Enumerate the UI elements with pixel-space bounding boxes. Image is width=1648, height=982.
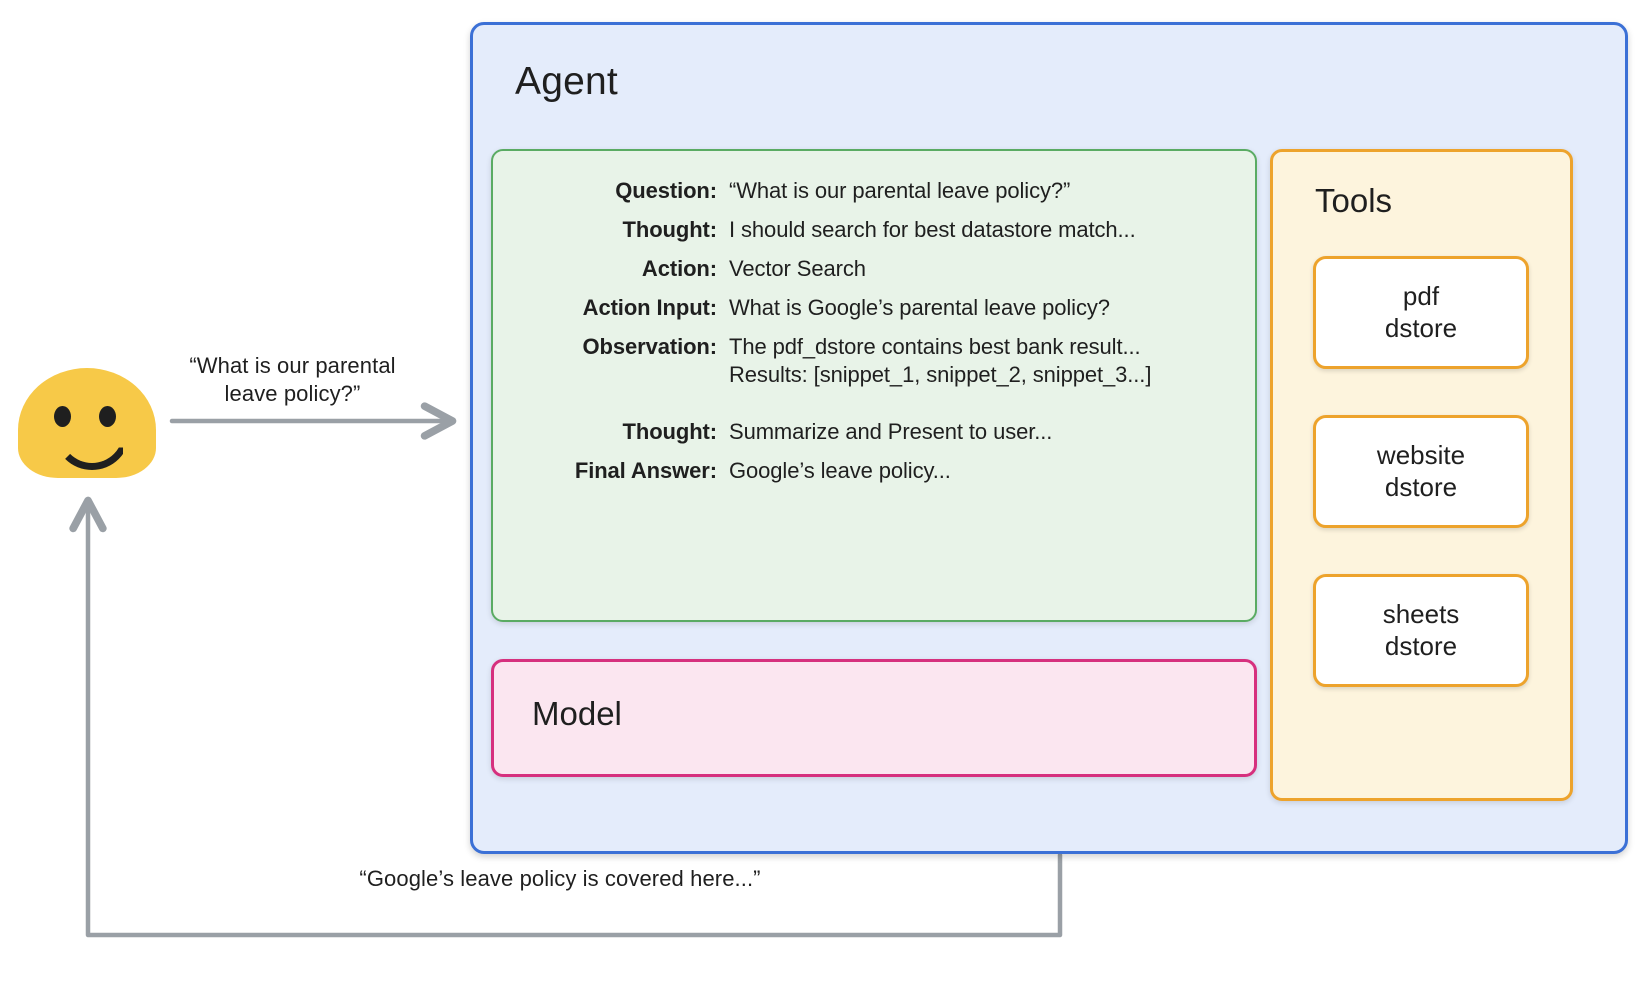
avatar-smile-icon — [54, 426, 130, 470]
react-value: Vector Search — [729, 256, 866, 281]
agent-answer-label: “Google’s leave policy is covered here..… — [359, 866, 761, 891]
react-value: Google’s leave policy... — [729, 458, 951, 483]
user-avatar — [18, 368, 156, 478]
react-key: Question: — [615, 178, 717, 203]
react-value: I should search for best datastore match… — [729, 217, 1136, 242]
user-question-label: “What is our parental leave policy?” — [189, 353, 396, 406]
avatar-eye-left-icon — [54, 406, 71, 427]
react-value: Summarize and Present to user... — [729, 419, 1053, 444]
react-row-action-input: Action Input: What is Google’s parental … — [493, 295, 1255, 321]
react-value: “What is our parental leave policy?” — [729, 178, 1071, 203]
tool-card-pdf-dstore[interactable]: pdf dstore — [1313, 256, 1529, 369]
tools-list: pdf dstore website dstore sheets dstore — [1313, 256, 1529, 687]
react-trace-panel: Question: “What is our parental leave po… — [491, 149, 1257, 622]
react-value-secondary: Results: [snippet_1, snippet_2, snippet_… — [729, 362, 1152, 387]
react-key: Final Answer: — [574, 458, 717, 483]
react-row-question: Question: “What is our parental leave po… — [493, 178, 1255, 204]
tools-panel: Tools pdf dstore website dstore sheets d… — [1270, 149, 1573, 801]
tools-title: Tools — [1315, 182, 1393, 219]
react-key: Thought: — [622, 217, 718, 242]
react-row-action: Action: Vector Search — [493, 256, 1255, 282]
model-panel: Model — [491, 659, 1257, 777]
model-title: Model — [532, 695, 622, 732]
react-row-thought-2: Thought: Summarize and Present to user..… — [493, 419, 1255, 445]
react-value-block: The pdf_dstore contains best bank result… — [717, 334, 1255, 388]
tool-card-sheets-dstore[interactable]: sheets dstore — [1313, 574, 1529, 687]
tool-card-website-dstore[interactable]: website dstore — [1313, 415, 1529, 528]
react-row-observation: Observation: The pdf_dstore contains bes… — [493, 334, 1255, 388]
agent-title: Agent — [515, 60, 618, 103]
react-key: Observation: — [582, 334, 718, 359]
react-value: The pdf_dstore contains best bank result… — [729, 334, 1141, 359]
avatar-eye-right-icon — [99, 406, 116, 427]
react-key: Thought: — [622, 419, 718, 444]
react-key: Action Input: — [582, 295, 717, 320]
react-row-final-answer: Final Answer: Google’s leave policy... — [493, 458, 1255, 484]
react-trace-rows: Question: “What is our parental leave po… — [493, 178, 1255, 497]
react-row-thought-1: Thought: I should search for best datast… — [493, 217, 1255, 243]
agent-container: Agent Question: “What is our parental le… — [470, 22, 1628, 854]
react-value: What is Google’s parental leave policy? — [729, 295, 1110, 320]
react-key: Action: — [641, 256, 717, 281]
